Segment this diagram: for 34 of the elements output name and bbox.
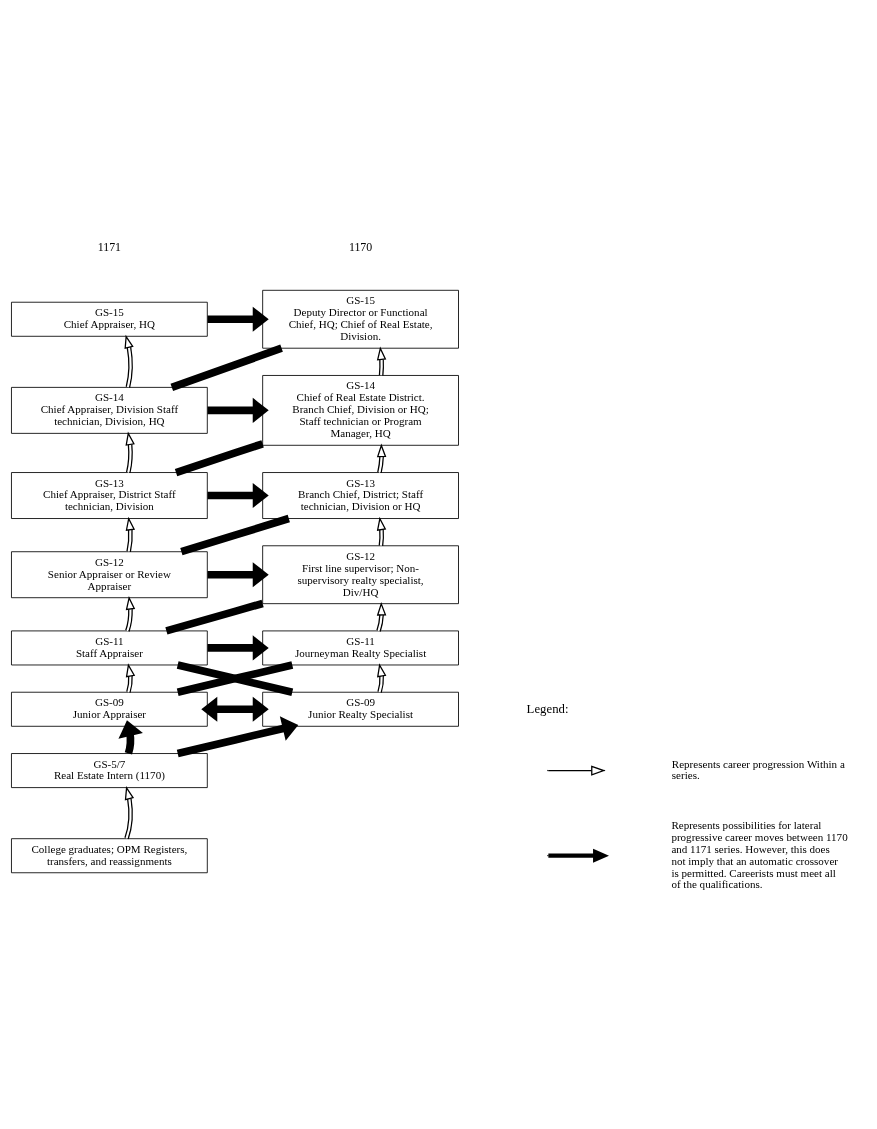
arrow bbox=[376, 601, 387, 633]
node-box: GS-5/7 Real Estate Intern (1170) bbox=[11, 753, 208, 789]
label: 1170 bbox=[348, 239, 373, 254]
node-box: College graduates; OPM Registers, transfers, and reassignments bbox=[11, 838, 208, 874]
connector bbox=[170, 344, 283, 391]
legend-label: Represents career progression Within a series. bbox=[671, 757, 845, 782]
label: Legend: bbox=[526, 701, 569, 716]
arrow bbox=[201, 696, 269, 722]
arrow bbox=[376, 443, 387, 474]
node-box: GS-13 Branch Chief, District; Staff technician, Division or HQ bbox=[262, 472, 459, 519]
label: 1171 bbox=[97, 239, 122, 254]
node-box: GS-14 Chief Appraiser, Division Staff technician, Division, HQ bbox=[11, 386, 208, 434]
connector bbox=[180, 514, 290, 556]
arrow bbox=[376, 516, 387, 547]
node-box: GS-14 Chief of Real Estate District. Branch Chief, Division or HQ; Staff technician or Program Manager, HQ bbox=[262, 375, 459, 446]
arrow bbox=[125, 516, 136, 553]
node-box: GS-15 Chief Appraiser, HQ bbox=[11, 301, 208, 337]
arrow bbox=[125, 431, 135, 474]
arrow bbox=[176, 716, 299, 758]
node-box: GS-09 Junior Realty Specialist bbox=[262, 691, 459, 727]
arrow bbox=[124, 786, 135, 840]
arrow bbox=[124, 334, 134, 389]
node-box: GS-15 Deputy Director or Functional Chief, HQ; Chief of Real Estate, Division. bbox=[262, 289, 459, 349]
arrow bbox=[125, 596, 136, 633]
node-box: GS-11 Journeyman Realty Specialist bbox=[262, 630, 459, 666]
node-box: GS-13 Chief Appraiser, District Staff technician, Division bbox=[11, 472, 208, 519]
connector bbox=[165, 599, 264, 635]
arrow bbox=[118, 720, 143, 755]
legend-label: Represents possibilities for lateral progressive career moves between 1170 and 1171 series. However, this does not imply that an automatic crossover is permitted. Careerists must meet all of the qualifications. bbox=[671, 818, 848, 891]
connector bbox=[174, 440, 264, 477]
node-box: GS-11 Staff Appraiser bbox=[11, 630, 208, 666]
node-box: GS-09 Junior Appraiser bbox=[11, 691, 208, 727]
node-box: GS-12 Senior Appraiser or Review Appraiser bbox=[11, 551, 208, 599]
node-box: GS-12 First line supervisor; Non-supervisory realty specialist, Div/HQ bbox=[262, 545, 459, 605]
